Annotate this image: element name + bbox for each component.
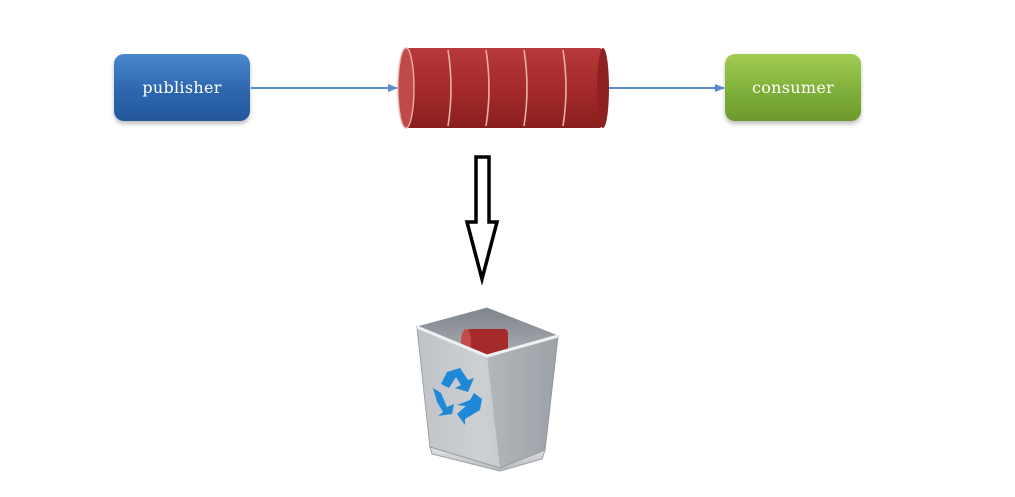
consumer-label: consumer [751, 78, 835, 97]
down-arrow-icon [464, 155, 500, 286]
recycle-symbol-icon [433, 368, 482, 425]
publisher-node[interactable]: publisher [114, 54, 250, 121]
publisher-label: publisher [142, 78, 222, 97]
recycle-bin-icon [415, 307, 560, 472]
consumer-node[interactable]: consumer [725, 54, 861, 121]
message-queue-icon [397, 47, 609, 129]
